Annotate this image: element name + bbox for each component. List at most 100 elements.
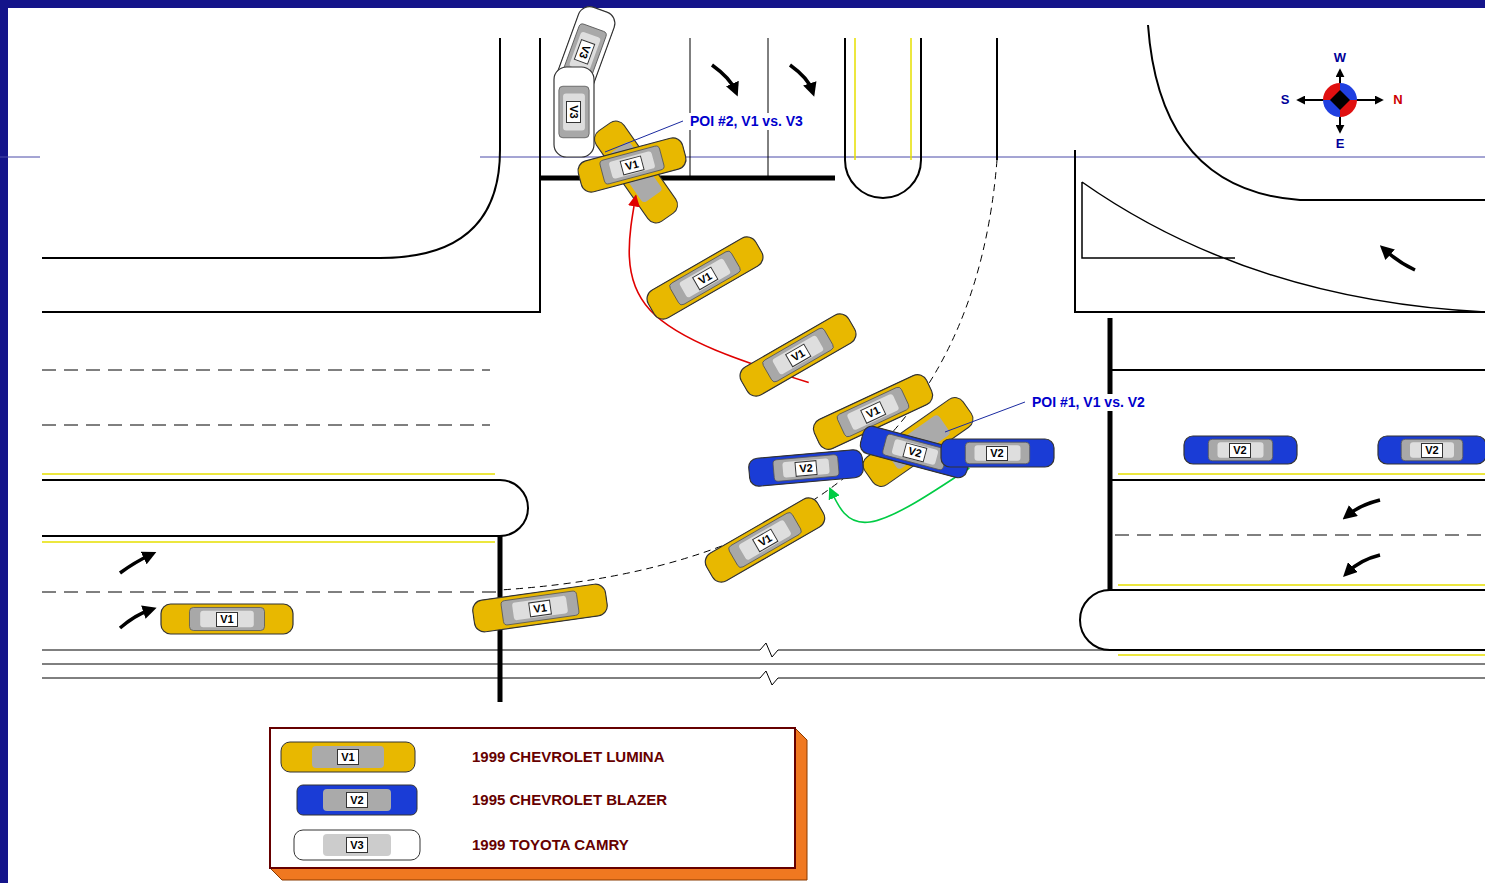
channel-island: [1082, 182, 1485, 312]
car-roof: [1217, 442, 1263, 458]
lane-dash: [42, 370, 1485, 592]
curb: [996, 38, 998, 160]
car-body: [736, 310, 859, 400]
median-island: [42, 480, 528, 536]
vehicle: V2: [1183, 435, 1298, 465]
yellow-lines: [42, 38, 1485, 655]
car-cabin: [882, 433, 948, 470]
turn-arrow: [1385, 250, 1415, 270]
poi-label: POI #1, V1 vs. V2: [1030, 394, 1147, 411]
compass-arrows: [1298, 70, 1382, 132]
car-roof: [974, 445, 1020, 461]
vehicle: V2: [940, 438, 1055, 468]
vehicle: V2: [1377, 435, 1485, 465]
compass-center: [1330, 90, 1350, 110]
curb: [1148, 25, 1485, 200]
car-body: [576, 136, 689, 195]
vehicle-label: V3: [567, 101, 582, 122]
car-cabin: [323, 789, 391, 811]
compass-letter: E: [1334, 136, 1347, 152]
car-body: [471, 583, 608, 633]
intended-path: [500, 160, 997, 590]
car-cabin: [323, 834, 391, 856]
yellow-line: [42, 38, 1485, 655]
car-roof: [846, 393, 899, 430]
car-cabin: [559, 86, 589, 138]
compass-letter: S: [1279, 92, 1292, 108]
car-cabin: [1208, 439, 1272, 461]
legend-vehicle-id: V1: [337, 749, 358, 765]
car-roof: [679, 258, 731, 299]
legend-text: 1999 CHEVROLET LUMINA: [472, 748, 665, 766]
legend-sample: [294, 830, 420, 860]
vehicle: V1: [160, 603, 294, 635]
car-body: [1184, 436, 1297, 464]
poi-label: POI #2, V1 vs. V3: [688, 113, 805, 130]
stop-bars: [500, 178, 1110, 702]
car-cabin: [727, 511, 802, 569]
car-cabin: [189, 607, 264, 630]
legend-shadow: [270, 728, 807, 880]
car-roof: [200, 611, 254, 628]
vehicle-label: V2: [1421, 443, 1442, 458]
turn-arrow: [1348, 555, 1380, 572]
car-body: [643, 233, 766, 323]
vehicle-label: V2: [986, 446, 1007, 461]
car-cabin: [599, 145, 665, 185]
ground: [8, 8, 1485, 883]
car-body: [554, 67, 594, 157]
legend-frame: [270, 728, 795, 868]
car-cabin: [1401, 439, 1463, 461]
car-cabin: [668, 250, 741, 306]
vehicle: V1: [700, 493, 830, 587]
vehicle: V1: [642, 232, 768, 324]
car-roof: [512, 595, 568, 620]
car-roof: [1410, 442, 1454, 458]
dashed-lanes: [42, 160, 1485, 592]
vehicle: V3: [553, 66, 595, 158]
curb: [1075, 150, 1485, 312]
median-island: [845, 38, 921, 198]
legend-text: 1995 CHEVROLET BLAZER: [472, 791, 667, 809]
curb: [42, 38, 500, 258]
vehicle-label: V2: [1229, 443, 1250, 458]
legend-box: [270, 728, 807, 880]
vehicle: V1: [470, 582, 609, 635]
car-roof: [608, 151, 655, 179]
lane-line: [690, 38, 768, 178]
vehicle-label: V2: [795, 460, 818, 477]
compass-letter: N: [1391, 92, 1404, 108]
turn-arrow: [1348, 500, 1380, 515]
car-cabin: [761, 327, 834, 383]
vehicle: V2: [747, 448, 865, 488]
turn-arrow: [790, 65, 812, 90]
car-cabin: [501, 591, 580, 626]
car-body: [281, 742, 415, 772]
car-cabin: [965, 442, 1029, 464]
vehicle-label: V1: [216, 612, 237, 627]
road-edge: [42, 643, 1485, 685]
car-body: [748, 449, 864, 487]
car-cabin: [312, 746, 384, 768]
curb: [42, 38, 540, 312]
compass-letter: W: [1332, 50, 1348, 66]
car-roof: [891, 439, 938, 466]
legend-vehicle-id: V3: [346, 837, 367, 853]
median-island: [1080, 590, 1485, 650]
vehicle: V1: [735, 309, 861, 401]
car-body: [294, 830, 420, 860]
car-body: [161, 604, 293, 634]
legend-vehicle-id: V2: [346, 792, 367, 808]
car-roof: [563, 94, 585, 131]
legend-sample: [281, 742, 415, 772]
car-roof: [782, 458, 830, 478]
car-body: [1378, 436, 1485, 464]
car-body: [702, 494, 829, 586]
car-cabin: [773, 454, 840, 481]
car-body: [941, 439, 1054, 467]
legend-text: 1999 TOYOTA CAMRY: [472, 836, 629, 854]
leader-line: [945, 402, 1025, 432]
